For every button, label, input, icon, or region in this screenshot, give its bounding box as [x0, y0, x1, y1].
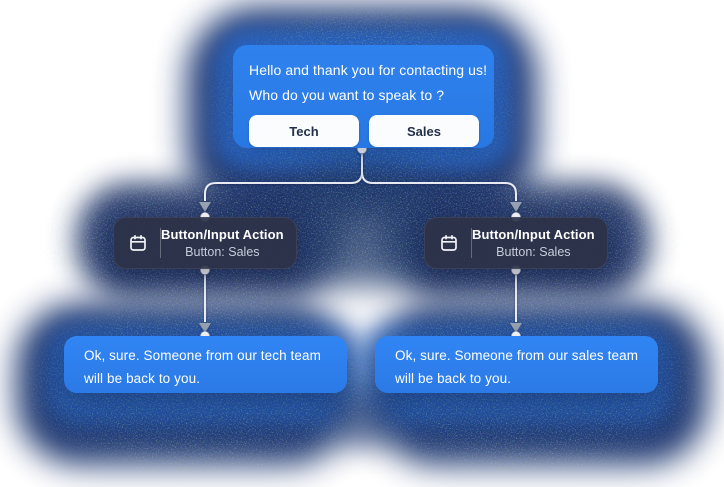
reply-node-tech[interactable]: Ok, sure. Someone from our tech team wil…	[64, 336, 347, 393]
message-text-line: Hello and thank you for contacting us!	[249, 62, 488, 78]
glow-blob	[330, 388, 396, 448]
action-node-text: Button/Input Action Button: Sales	[472, 227, 595, 259]
glow-blob	[296, 168, 428, 286]
connector-line	[361, 154, 517, 201]
quick-reply-row: Tech Sales	[249, 115, 479, 147]
quick-reply-button-tech[interactable]: Tech	[249, 115, 359, 147]
action-node-subtitle: Button: Sales	[496, 245, 571, 259]
reply-node-sales[interactable]: Ok, sure. Someone from our sales team wi…	[375, 336, 658, 393]
arrowhead-icon	[510, 202, 522, 212]
message-text-line: Who do you want to speak to ?	[249, 87, 445, 103]
action-node-title: Button/Input Action	[161, 227, 284, 242]
reply-message: Ok, sure. Someone from our sales team wi…	[395, 348, 639, 386]
action-node-subtitle: Button: Sales	[185, 245, 260, 259]
action-node-tech[interactable]: Button/Input Action Button: Sales	[113, 217, 297, 269]
quick-reply-button-sales[interactable]: Sales	[369, 115, 479, 147]
reply-message: Ok, sure. Someone from our tech team wil…	[84, 348, 321, 386]
divider	[471, 228, 472, 258]
arrowhead-icon	[199, 202, 211, 212]
action-node-text: Button/Input Action Button: Sales	[161, 227, 284, 259]
action-node-sales[interactable]: Button/Input Action Button: Sales	[424, 217, 608, 269]
button-input-action-icon	[438, 233, 459, 254]
connector-line	[204, 154, 363, 201]
divider	[160, 228, 161, 258]
message-node[interactable]: Hello and thank you for contacting us! W…	[233, 45, 494, 148]
action-node-title: Button/Input Action	[472, 227, 595, 242]
button-input-action-icon	[127, 233, 148, 254]
